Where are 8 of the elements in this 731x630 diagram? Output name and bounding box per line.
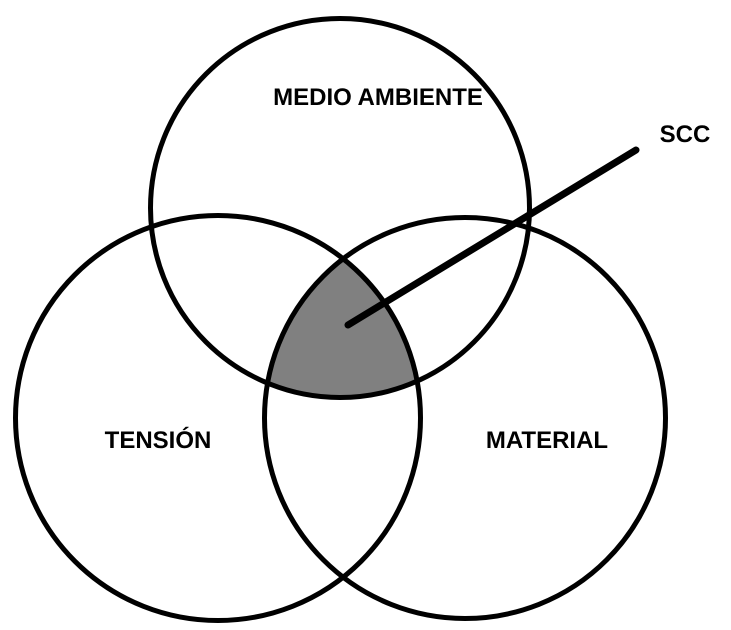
circle-label: TENSIÓN [104,426,212,456]
circle-label: MEDIO AMBIENTE [273,83,483,113]
venn-circle [13,213,423,623]
venn-circle [148,16,532,400]
venn-circle [262,215,668,621]
callout-text: SCC [650,120,720,150]
circle-label: MATERIAL [484,426,610,456]
leader-line [344,146,640,328]
